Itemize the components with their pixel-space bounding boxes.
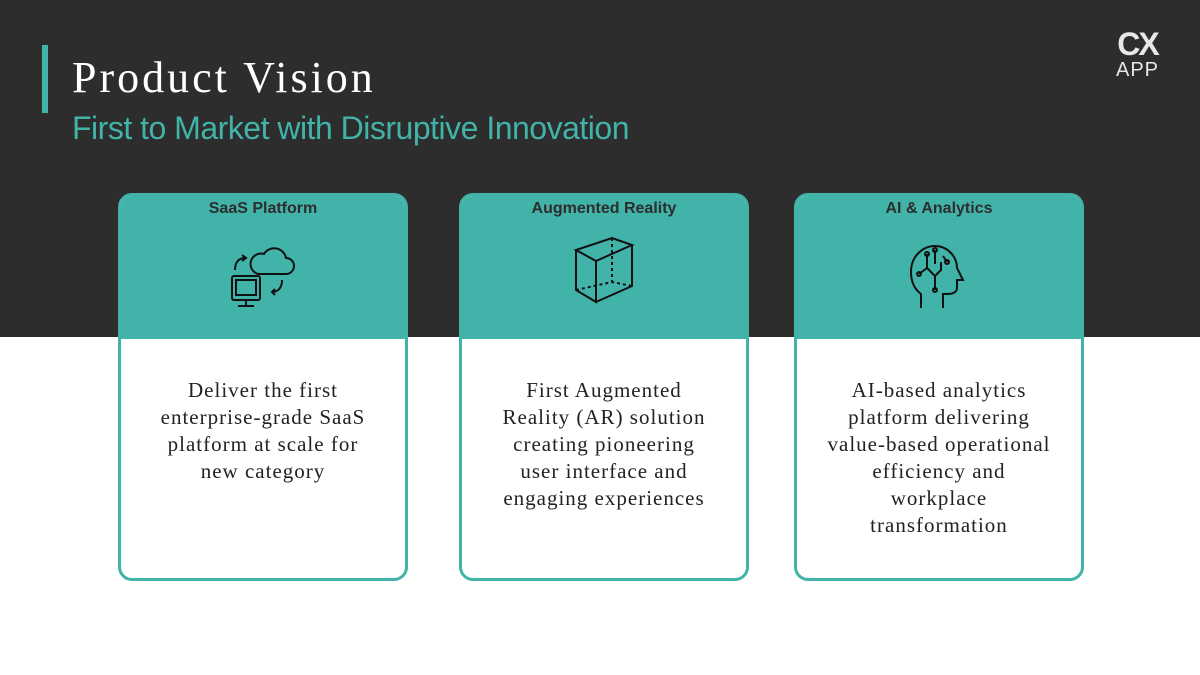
page-subtitle: First to Market with Disruptive Innovati… xyxy=(72,110,629,146)
card-augmented-reality: Augmented Reality First Augmented Realit… xyxy=(459,193,749,581)
card-text: Deliver the first enterprise-grade SaaS … xyxy=(160,378,366,483)
logo: CX APP xyxy=(1116,26,1160,81)
logo-line1: CX xyxy=(1117,26,1159,62)
card-text: AI-based analytics platform delivering v… xyxy=(827,378,1051,537)
card-title: SaaS Platform xyxy=(208,200,318,217)
title-accent-bar xyxy=(42,45,48,113)
logo-line2: APP xyxy=(1116,59,1160,81)
card-saas-platform: SaaS Platform Deliver the first enterpri… xyxy=(118,193,408,581)
card-text: First Augmented Reality (AR) solution cr… xyxy=(502,378,706,510)
cloud-computer-sync-icon xyxy=(231,247,295,307)
cube-icon xyxy=(573,236,635,304)
page-title: Product Vision xyxy=(72,53,376,102)
ai-head-icon xyxy=(909,244,965,308)
card-title: AI & Analytics xyxy=(885,200,993,217)
card-title: Augmented Reality xyxy=(531,200,677,217)
card-ai-analytics: AI & Analytics AI-based analytics platfo… xyxy=(794,193,1084,581)
